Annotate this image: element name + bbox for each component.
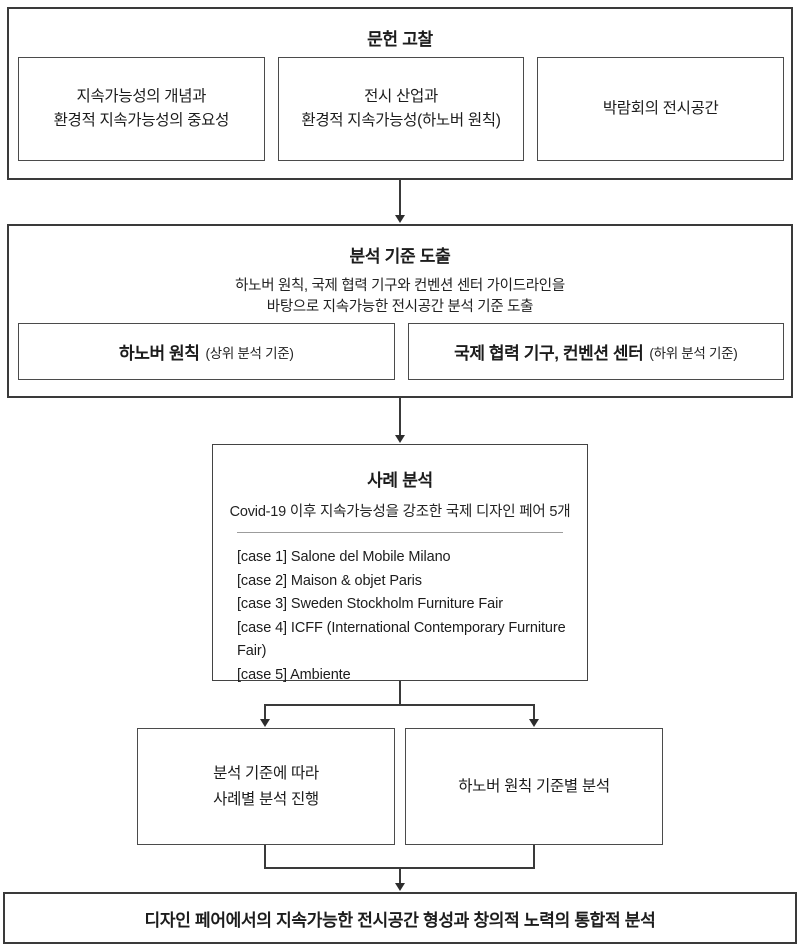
case-analysis-title: 사례 분석 — [367, 471, 433, 490]
case-analysis-subtitle: Covid-19 이후 지속가능성을 강조한 국제 디자인 페어 5개 — [229, 504, 571, 520]
criteria-title: 분석 기준 도출 — [349, 247, 451, 266]
analysis-by-criteria-box: 분석 기준에 따라 사례별 분석 진행 — [137, 728, 395, 845]
case-list: [case 1] Salone del Mobile Milano [case … — [237, 546, 577, 688]
literature-box-line: 박람회의 전시공간 — [602, 100, 719, 117]
analysis-box-line: 하노버 원칙 기준별 분석 — [458, 777, 610, 795]
criteria-subtitle: 하노버 원칙, 국제 협력 기구와 컨벤션 센터 가이드라인을 바탕으로 지속가… — [9, 276, 791, 318]
case-analysis-section: 사례 분석 Covid-19 이후 지속가능성을 강조한 국제 디자인 페어 5… — [212, 444, 588, 683]
case-list-item: [case 2] Maison & objet Paris — [237, 572, 422, 589]
arrow-down-icon — [529, 719, 539, 727]
connector-line — [533, 845, 535, 869]
divider — [237, 532, 563, 533]
literature-box-line: 환경적 지속가능성(하노버 원칙) — [301, 112, 501, 129]
arrow-down-icon — [395, 215, 405, 223]
criteria-boxes-row: 하노버 원칙 (상위 분석 기준) 국제 협력 기구, 컨벤션 센터 (하위 분… — [18, 323, 784, 380]
analysis-by-criteria-box-wrap: 분석 기준에 따라 사례별 분석 진행 — [137, 728, 395, 845]
literature-review-title: 문헌 고찰 — [367, 30, 433, 49]
case-list-item: [case 4] ICFF (International Contemporar… — [237, 619, 566, 660]
connector-line — [399, 180, 401, 217]
connector-line — [533, 704, 535, 720]
connector-line — [399, 867, 401, 885]
hannover-principle-analysis-box-wrap: 하노버 원칙 기준별 분석 — [405, 728, 663, 845]
literature-boxes-row: 지속가능성의 개념과 환경적 지속가능성의 중요성 전시 산업과 환경적 지속가… — [18, 57, 785, 161]
conclusion-box: 디자인 페어에서의 지속가능한 전시공간 형성과 창의적 노력의 통합적 분석 — [3, 892, 797, 944]
literature-box-sustainability-concept: 지속가능성의 개념과 환경적 지속가능성의 중요성 — [18, 57, 265, 161]
case-list-item: [case 1] Salone del Mobile Milano — [237, 549, 451, 565]
criteria-derivation-section: 분석 기준 도출 하노버 원칙, 국제 협력 기구와 컨벤션 센터 가이드라인을… — [7, 224, 793, 398]
criteria-box-international-organizations: 국제 협력 기구, 컨벤션 센터 (하위 분석 기준) — [407, 323, 784, 380]
literature-box-line: 전시 산업과 — [364, 88, 438, 105]
arrow-down-icon — [395, 883, 405, 891]
arrow-down-icon — [395, 435, 405, 443]
connector-line — [264, 704, 266, 720]
conclusion-text: 디자인 페어에서의 지속가능한 전시공간 형성과 창의적 노력의 통합적 분석 — [144, 910, 656, 930]
literature-box-line: 환경적 지속가능성의 중요성 — [53, 112, 230, 129]
connector-line — [264, 704, 535, 706]
literature-box-line: 지속가능성의 개념과 — [76, 88, 207, 105]
criteria-box-main-label: 국제 협력 기구, 컨벤션 센터 — [454, 344, 644, 363]
criteria-box-main-label: 하노버 원칙 — [118, 344, 200, 363]
analysis-box-line: 사례별 분석 진행 — [213, 790, 319, 808]
connector-line — [399, 398, 401, 437]
connector-line — [399, 681, 401, 706]
case-list-item: [case 3] Sweden Stockholm Furniture Fair — [237, 596, 503, 613]
criteria-box-note: (상위 분석 기준) — [205, 345, 294, 361]
criteria-subtitle-line: 하노버 원칙, 국제 협력 기구와 컨벤션 센터 가이드라인을 — [235, 278, 565, 294]
analysis-box-line: 분석 기준에 따라 — [213, 764, 319, 782]
literature-box-expo-space: 박람회의 전시공간 — [537, 57, 785, 161]
criteria-box-note: (하위 분석 기준) — [649, 345, 738, 361]
criteria-subtitle-line: 바탕으로 지속가능한 전시공간 분석 기준 도출 — [266, 299, 534, 315]
literature-review-section: 문헌 고찰 지속가능성의 개념과 환경적 지속가능성의 중요성 전시 산업과 환… — [7, 7, 793, 180]
literature-box-exhibition-industry: 전시 산업과 환경적 지속가능성(하노버 원칙) — [277, 57, 525, 161]
case-list-item: [case 5] Ambiente — [237, 666, 351, 683]
arrow-down-icon — [260, 719, 270, 727]
connector-line — [264, 845, 266, 869]
criteria-box-hannover-principles: 하노버 원칙 (상위 분석 기준) — [18, 323, 395, 380]
hannover-principle-analysis-box: 하노버 원칙 기준별 분석 — [405, 728, 663, 845]
